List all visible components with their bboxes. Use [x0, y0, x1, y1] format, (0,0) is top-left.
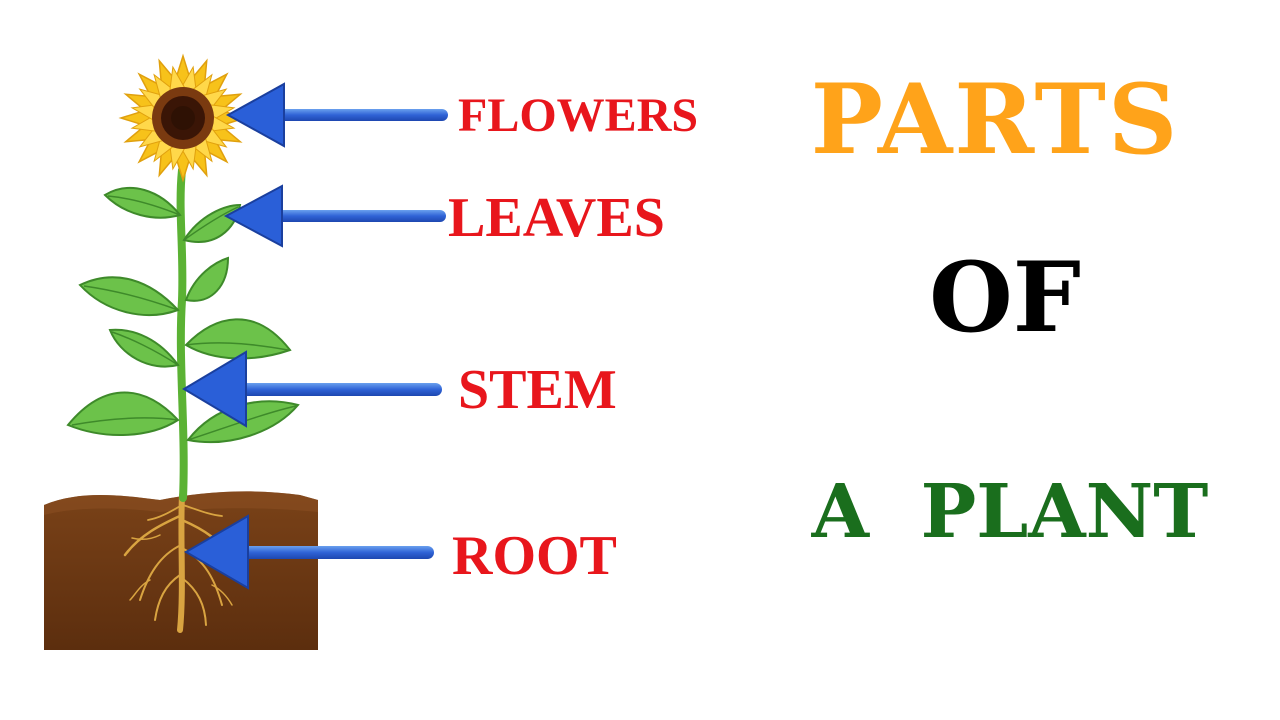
sunflower — [118, 53, 248, 183]
label-leaves: LEAVES — [448, 187, 665, 249]
label-stem: STEM — [458, 359, 617, 421]
arrow-flowers — [225, 82, 448, 148]
stem — [176, 166, 188, 502]
arrow-stem — [182, 350, 442, 428]
arrow-root — [184, 514, 434, 590]
label-root: ROOT — [452, 525, 617, 587]
title-parts: PARTS — [810, 63, 1180, 176]
arrow-leaves — [223, 184, 446, 248]
title-a-plant: A PLANT — [811, 469, 1209, 555]
title-of: OF — [929, 241, 1081, 354]
label-flowers: FLOWERS — [458, 89, 699, 142]
